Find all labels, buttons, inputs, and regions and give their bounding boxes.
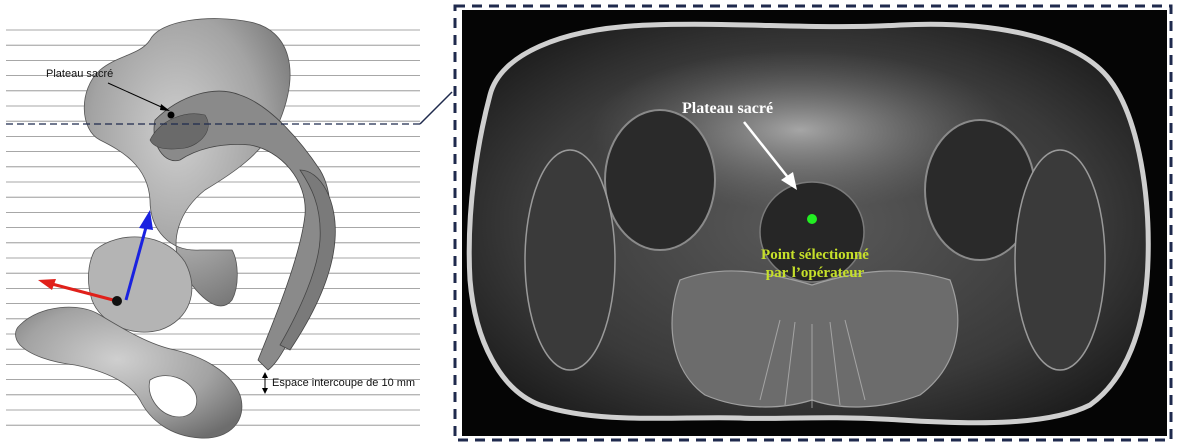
origin-point [112, 296, 122, 306]
sacral-plateau-label-left: Plateau sacré [46, 68, 113, 80]
selected-point-marker [807, 214, 817, 224]
sacral-plateau-label-right: Plateau sacré [682, 100, 773, 117]
mri-right-muscle [1015, 150, 1105, 370]
slice-connector [420, 92, 452, 124]
pelvis-model [16, 19, 336, 439]
mri-posterior-muscles [672, 271, 958, 407]
mri-left-muscle [525, 150, 615, 370]
sacral-plateau-marker-left [168, 112, 175, 119]
selected-point-label-line1: Point sélectionné [761, 247, 869, 263]
slice-spacing-label: Espace intercoupe de 10 mm [272, 377, 415, 389]
mri-left-iliac [605, 110, 715, 250]
selected-point-label-line2: par l’opérateur [766, 265, 865, 281]
slice-spacing-indicator [262, 372, 268, 394]
